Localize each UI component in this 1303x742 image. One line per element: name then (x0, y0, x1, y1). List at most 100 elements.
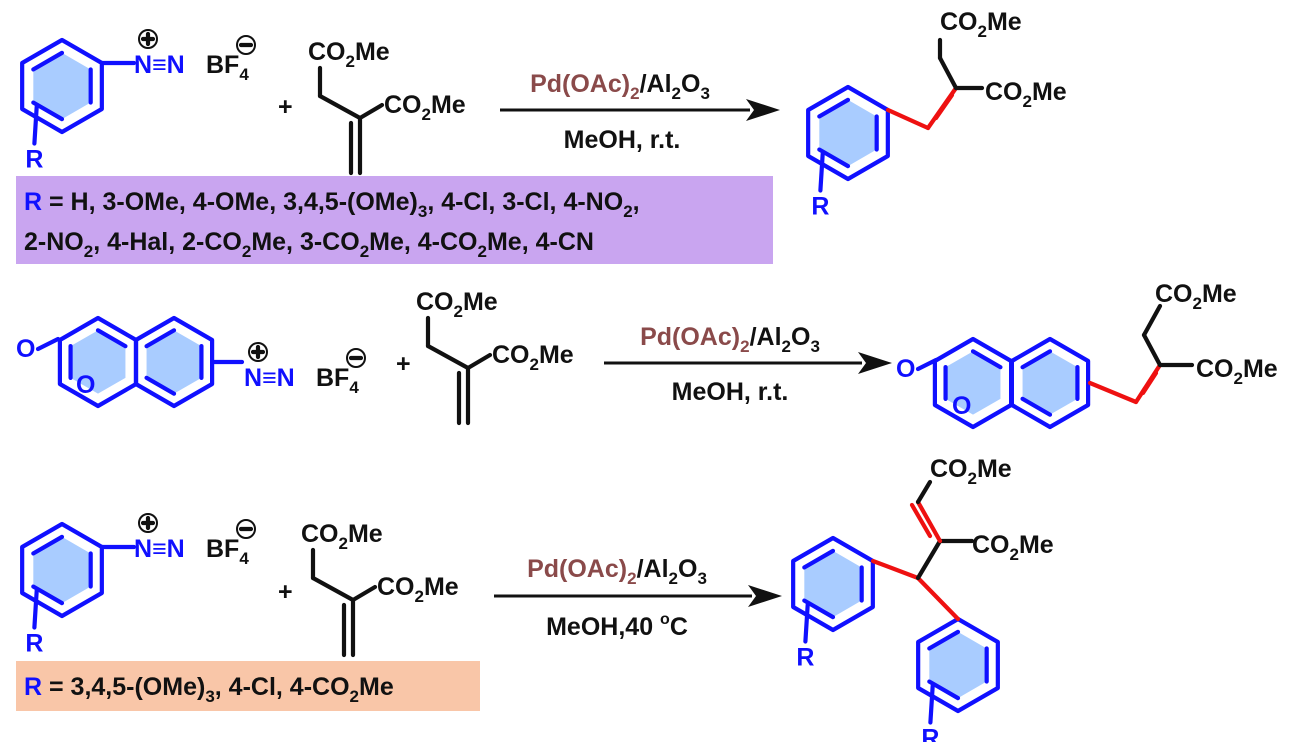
product-2-pyranone-ring-fill (945, 351, 1001, 415)
reaction-arrow-3 (494, 585, 782, 607)
coumarin-diazonium: OO (16, 315, 245, 409)
carbonyl-oxygen: O (16, 335, 35, 363)
substituent-box-1 (16, 176, 773, 264)
product-2-benzo-ring-double-bond (1020, 349, 1053, 370)
aryl-ring-1-fill (33, 52, 91, 120)
aryl-ring-1-r-label: R (25, 146, 43, 174)
coumarin-pyranone-ring-fill (70, 330, 126, 394)
c-c-bond (425, 343, 471, 371)
substituent-list-line-1: R = H, 3-OMe, 4-OMe, 3,4,5-(OMe)3, 4-Cl,… (24, 188, 640, 221)
product-3-aryl-ring-bottom-r-label: R (921, 725, 939, 742)
diazonium-3-minus-charge (236, 519, 256, 539)
diazonium-2-plus-charge-circle (248, 342, 268, 362)
substituent-box-3 (16, 661, 480, 711)
diazonium-3-bf4-label: BF4 (206, 535, 249, 568)
product-1-aryl-ring-double-bond (817, 97, 851, 119)
diazonium-1-bf4-label: BF4 (206, 51, 249, 84)
product-3-aryl-ring-bottom-ring (916, 616, 1000, 714)
coumarin-benzo-ring-double-bond (144, 328, 177, 349)
c-c-bond (1141, 332, 1163, 368)
aryl-ring-3-double-bond (31, 534, 65, 556)
aryl-ring-3-fill (33, 536, 91, 604)
c-c-bond (350, 584, 378, 603)
reaction-1: R = H, 3-OMe, 4-OMe, 3,4,5-(OMe)3, 4-Cl,… (16, 8, 1067, 264)
co2me-right-label: CO2Me (492, 341, 574, 374)
conditions-label-3: MeOH,40 oC (546, 611, 688, 641)
product-1-aryl-ring-r-label: R (811, 193, 829, 221)
c-c-bond (915, 538, 943, 581)
new-c-c-bond (885, 107, 931, 131)
catalyst-label-3: Pd(OAc)2/Al2O3 (527, 555, 707, 588)
product-3-aryl-ring-bottom-double-bond (927, 629, 961, 651)
conditions-label-1: MeOH, r.t. (564, 126, 681, 154)
diazonium-2-minus-charge-circle (346, 348, 366, 368)
product-3-aryl-ring-left-r-label: R (796, 644, 814, 672)
diazonium-3-plus-charge-circle (138, 513, 158, 533)
product-1-aryl-ring-r-bond (818, 151, 825, 193)
co2me-right-label: CO2Me (1196, 355, 1278, 388)
product-3-aryl-ring-bottom-r-bond (928, 683, 935, 725)
new-c-c-double-bond (915, 499, 943, 544)
c-c-bond (317, 93, 363, 121)
product-2-ring-oxygen: O (952, 392, 971, 420)
new-c-c-double-bond (909, 502, 933, 539)
product-1-aryl-ring-fill (819, 99, 877, 167)
new-c-c-double-bond (1140, 370, 1159, 396)
co2me-right-label: CO2Me (985, 78, 1067, 111)
aryl-ring-1-r-bond (32, 104, 39, 146)
new-c-c-bond (915, 575, 961, 622)
product-2-benzo-ring (1009, 336, 1091, 430)
diazonium-2-minus-charge (346, 348, 366, 368)
co2me-top-label: CO2Me (1155, 280, 1237, 313)
substituent-list-line-1: R = 3,4,5-(OMe)3, 4-Cl, 4-CO2Me (24, 673, 394, 706)
co2me-right-label: CO2Me (384, 91, 466, 124)
co2me-right-label: CO2Me (972, 531, 1054, 564)
co2me-right-label: CO2Me (377, 573, 459, 606)
c-o-double-bond (915, 357, 939, 372)
diazonium-3-minus-charge-circle (236, 519, 256, 539)
conditions-label-2: MeOH, r.t. (672, 378, 789, 406)
aryl-ring-3-r-bond (32, 588, 39, 630)
co2me-top-label: CO2Me (940, 8, 1022, 41)
diazonium-1-minus-charge (236, 35, 256, 55)
diazonium-2-plus-charge (248, 342, 268, 362)
diazonium-2-bf4-label: BF4 (316, 364, 359, 397)
c-c-bond (937, 55, 959, 91)
product-2-pyranone-ring-double-bond (970, 349, 1003, 370)
product-2-pyranone-ring (932, 336, 1014, 430)
catalyst-label-1: Pd(OAc)2/Al2O3 (530, 70, 710, 103)
coumarin-benzo-ring-ring (133, 315, 215, 409)
c-c-bond (465, 352, 493, 371)
diazonium-1-minus-charge-circle (236, 35, 256, 55)
product-3-aryl-ring-left-double-bond (802, 548, 836, 570)
substituent-list-line-2: 2-NO2, 4-Hal, 2-CO2Me, 3-CO2Me, 4-CO2Me,… (24, 228, 594, 261)
diazonium-1-n2-label: N≡N (134, 51, 185, 79)
c-c-bond (357, 102, 385, 121)
plus-sign-3: + (278, 578, 293, 606)
co2me-top-label: CO2Me (308, 38, 390, 71)
new-c-c-double-bond (933, 92, 955, 121)
product-2-carbonyl-oxygen: O (896, 355, 915, 383)
aryl-ring-1-double-bond (31, 50, 65, 72)
product-2-benzo-ring-fill (1022, 351, 1078, 415)
coumarin-benzo-ring-fill (146, 330, 202, 394)
c-c-bond (915, 479, 933, 505)
reaction-arrow-head (748, 585, 782, 607)
c-c-bond (310, 575, 356, 603)
product-2-benzo-ring-double-bond (1020, 396, 1053, 417)
new-c-c-bond (1087, 380, 1139, 405)
coumarin-benzo-ring (133, 315, 215, 409)
c-c-bond (1141, 303, 1163, 338)
plus-sign-1: + (278, 93, 293, 121)
c-o-double-bond (35, 336, 61, 352)
product-3-aryl-ring-bottom (916, 616, 1000, 714)
ring-oxygen: O (76, 371, 95, 399)
diazonium-2-n2-label: N≡N (244, 364, 295, 392)
new-c-c-bond (870, 558, 921, 581)
